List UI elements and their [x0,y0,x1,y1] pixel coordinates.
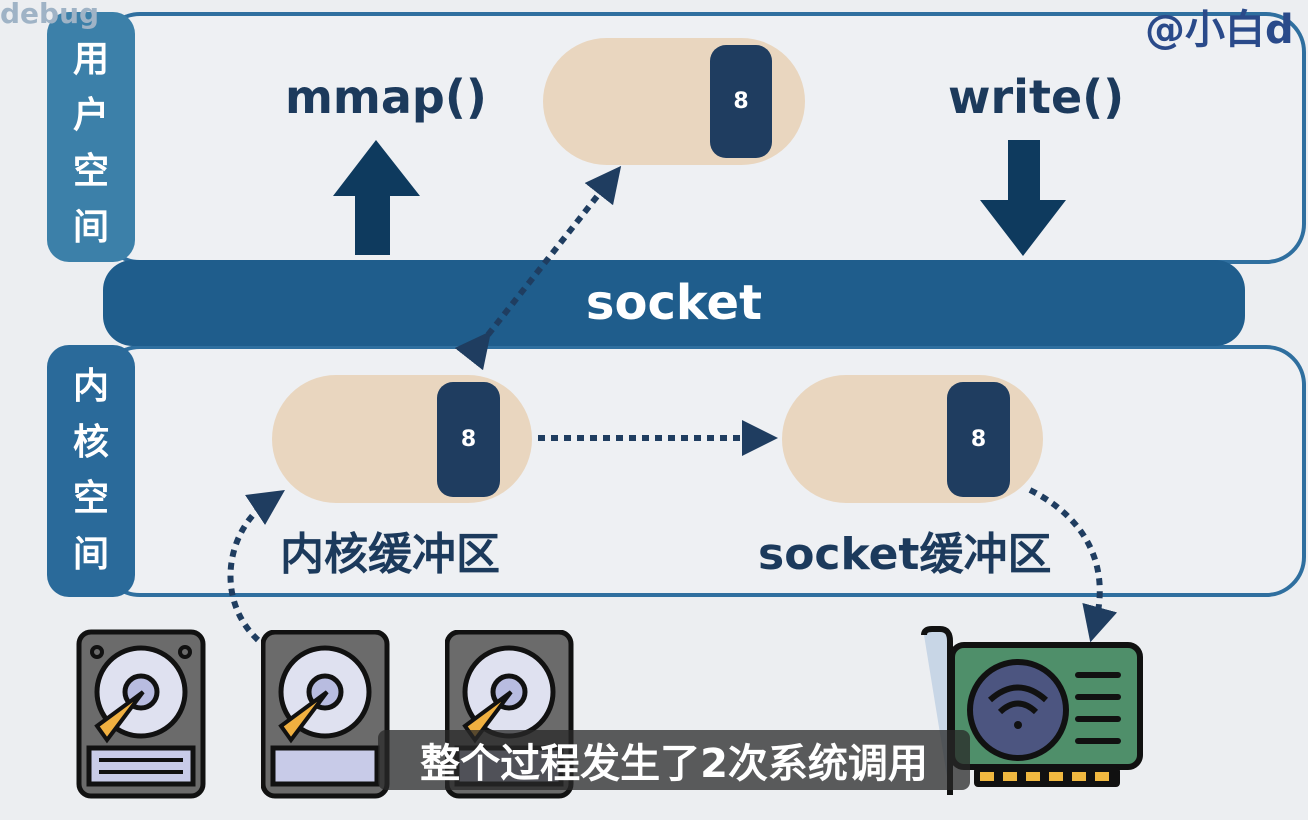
socket-bar: socket [103,260,1245,346]
write-down-arrow [980,140,1066,256]
label-char: 用 [72,39,109,80]
label-char: 空 [72,478,109,519]
mmap-dotted-arrow [454,165,622,371]
socket-buffer-block: 8 [947,382,1010,497]
label-char: 间 [72,534,109,575]
kernel-buffer-label: 内核缓冲区 [280,529,500,580]
watermark-right: @小白d [1145,7,1294,53]
label-char: 内 [72,366,109,407]
user-buffer-block: 8 [710,45,772,158]
disk-dotted-arrow [227,490,285,643]
label-char: 间 [72,207,109,248]
watermark-left: debug [0,0,100,30]
mmap-up-arrow [333,140,420,255]
socket-buffer-label: socket缓冲区 [758,529,1052,580]
kernel-space-label: 内 核 空 间 [47,345,135,597]
subtitle-caption: 整个过程发生了2次系统调用 [378,730,970,790]
label-char: 户 [72,95,109,136]
subtitle-text: 整个过程发生了2次系统调用 [420,741,928,787]
write-label: write() [948,70,1125,124]
label-char: 空 [72,151,109,192]
user-space-label: 用 户 空 间 [47,12,135,262]
label-char: 核 [72,422,109,463]
mmap-label: mmap() [285,70,487,124]
kernel-buffer-block: 8 [437,382,500,497]
disk-icon [76,629,206,799]
disk-icon [261,630,390,799]
nic-dotted-arrow [1028,487,1118,643]
